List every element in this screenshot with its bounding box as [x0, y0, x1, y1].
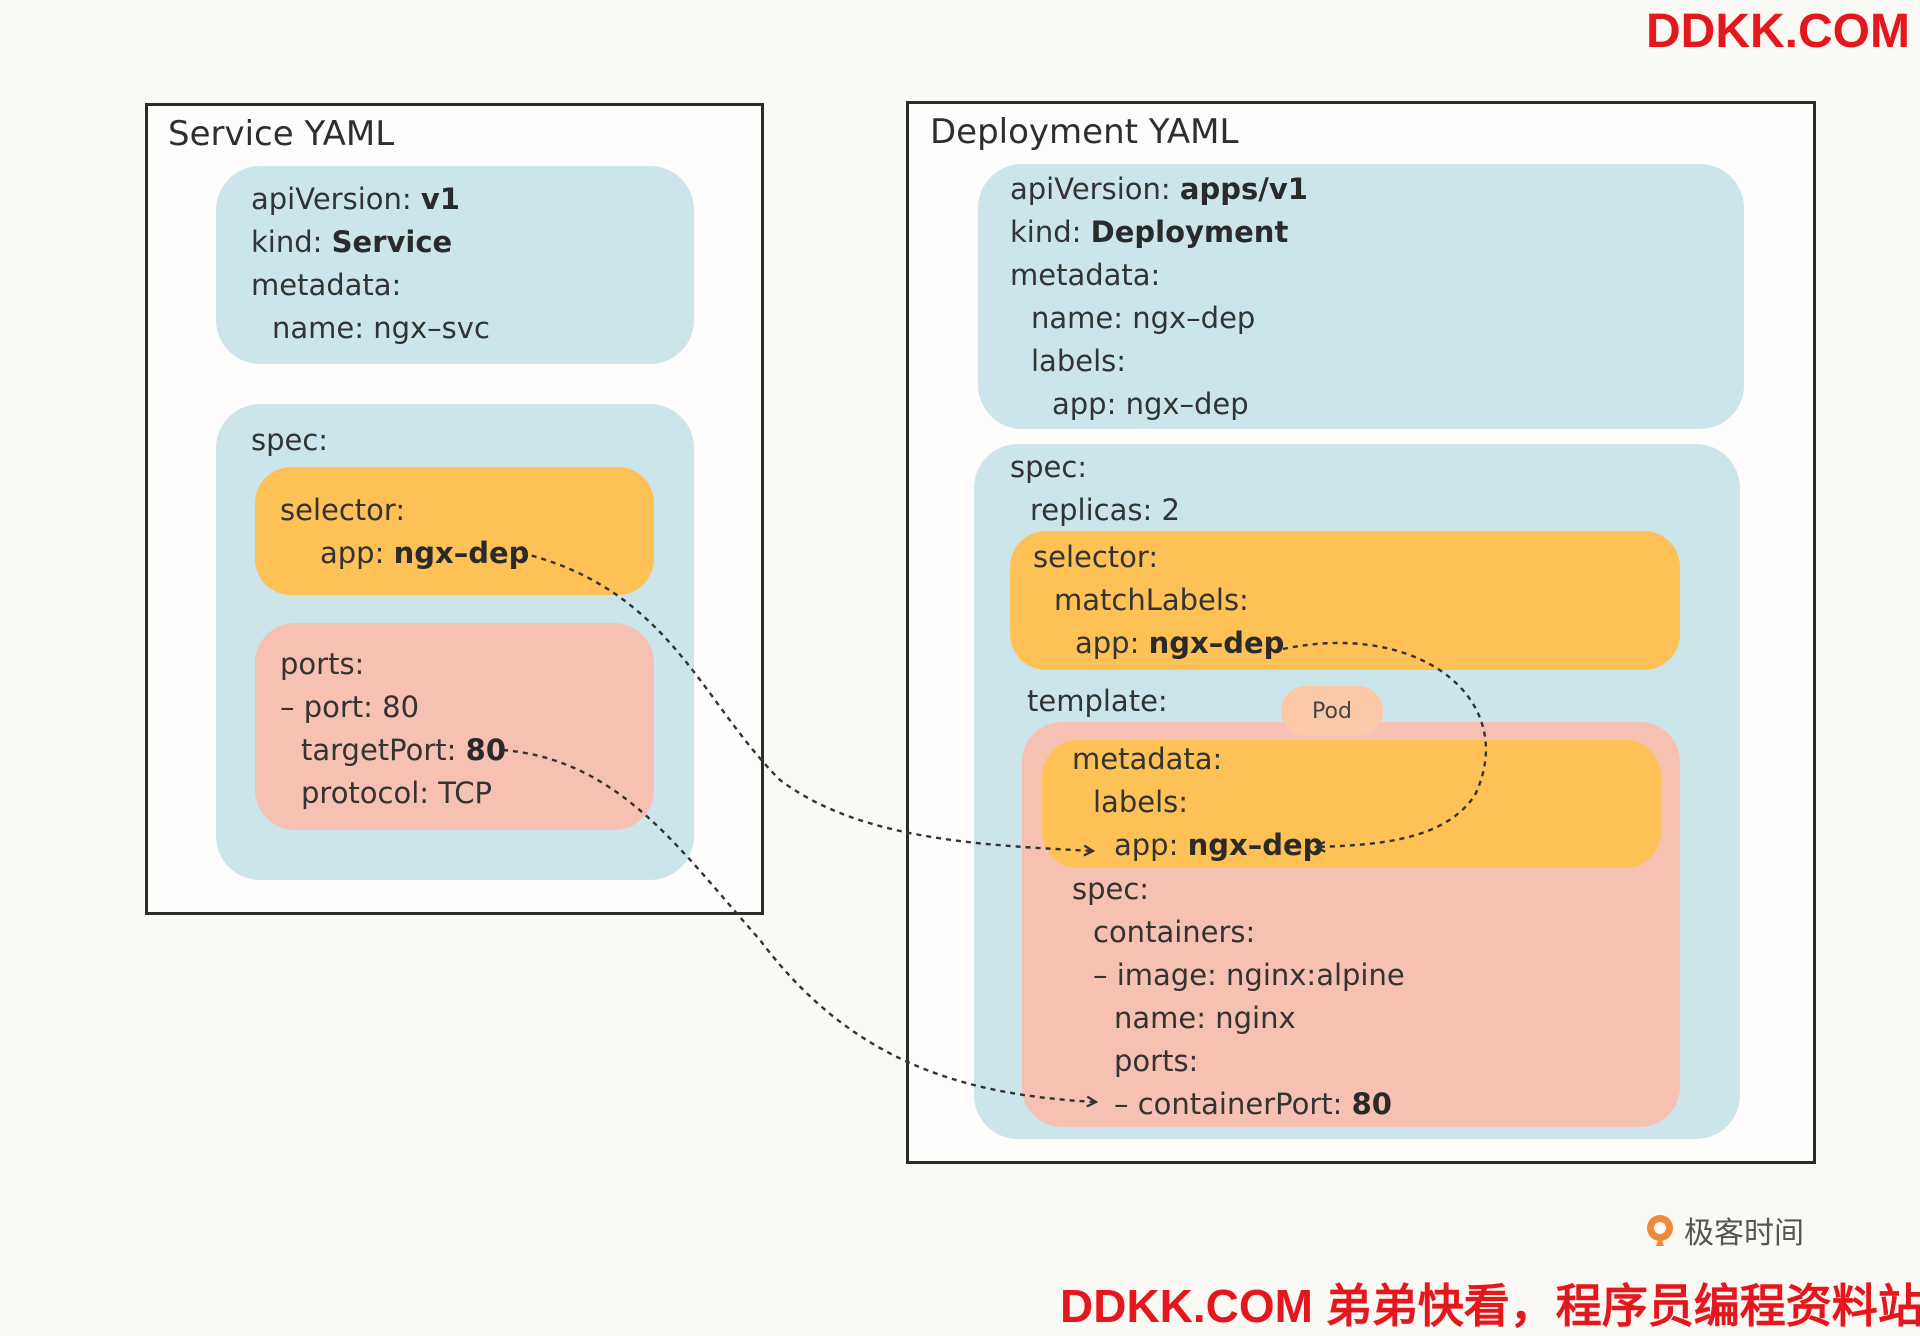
- container-image: – image: nginx:alpine: [1093, 958, 1405, 992]
- service-name: name: ngx–svc: [272, 311, 490, 345]
- deployment-api-version: apiVersion: apps/v1: [1010, 172, 1308, 206]
- geektime-brand: 极客时间: [1642, 1208, 1804, 1252]
- service-yaml-title: Service YAML: [168, 114, 395, 154]
- arrow-target-port-to-container-port: [502, 748, 1096, 1102]
- arrow-deployment-selector-to-pod-label: [1282, 641, 1488, 847]
- deployment-metadata-block: [978, 164, 1744, 429]
- service-selector-block: [255, 467, 654, 595]
- deployment-match-labels: matchLabels:: [1054, 583, 1249, 617]
- service-ports-block: [255, 623, 654, 830]
- arrow-service-selector-to-pod-label: [521, 551, 1093, 851]
- service-kind: kind: Service: [251, 225, 453, 259]
- deployment-template-label: template:: [1027, 684, 1168, 718]
- service-ports-label: ports:: [280, 647, 365, 681]
- deployment-labels-app: app: ngx–dep: [1052, 387, 1249, 421]
- container-ports-label: ports:: [1114, 1044, 1199, 1078]
- pod-labels-app: app: ngx–dep: [1114, 828, 1324, 862]
- deployment-metadata-label: metadata:: [1010, 258, 1161, 292]
- service-spec-label: spec:: [251, 423, 329, 457]
- service-selector-app: app: ngx–dep: [320, 536, 530, 570]
- service-port: – port: 80: [280, 690, 420, 724]
- service-selector-label: selector:: [280, 493, 406, 527]
- deployment-selector-block: [1010, 531, 1680, 670]
- pod-spec-label: spec:: [1072, 872, 1150, 906]
- deployment-name: name: ngx–dep: [1031, 301, 1256, 335]
- container-port: – containerPort: 80: [1114, 1087, 1392, 1121]
- watermark-bottom: DDKK.COM 弟弟快看，程序员编程资料站: [1060, 1280, 1920, 1332]
- deployment-spec-label: spec:: [1010, 450, 1088, 484]
- watermark-top: DDKK.COM: [1646, 5, 1910, 58]
- geektime-brand-text: 极客时间: [1684, 1216, 1804, 1251]
- deployment-labels-label: labels:: [1031, 344, 1127, 378]
- pod-labels-block: [1042, 740, 1661, 868]
- pod-containers-label: containers:: [1093, 915, 1256, 949]
- deployment-replicas: replicas: 2: [1030, 493, 1180, 527]
- pod-labels-label: labels:: [1093, 785, 1189, 819]
- deployment-kind: kind: Deployment: [1010, 215, 1289, 249]
- service-protocol: protocol: TCP: [301, 776, 493, 810]
- deployment-selector-label: selector:: [1033, 540, 1159, 574]
- deployment-selector-app: app: ngx–dep: [1075, 626, 1285, 660]
- service-target-port: targetPort: 80: [301, 733, 507, 767]
- service-metadata-block: [216, 166, 694, 364]
- service-metadata-label: metadata:: [251, 268, 402, 302]
- deployment-yaml-title: Deployment YAML: [930, 112, 1239, 152]
- pod-badge: Pod: [1281, 686, 1383, 736]
- geektime-logo-icon: [1647, 1215, 1673, 1246]
- pod-metadata-label: metadata:: [1072, 742, 1223, 776]
- container-name: name: nginx: [1114, 1001, 1296, 1035]
- service-api-version: apiVersion: v1: [251, 182, 460, 216]
